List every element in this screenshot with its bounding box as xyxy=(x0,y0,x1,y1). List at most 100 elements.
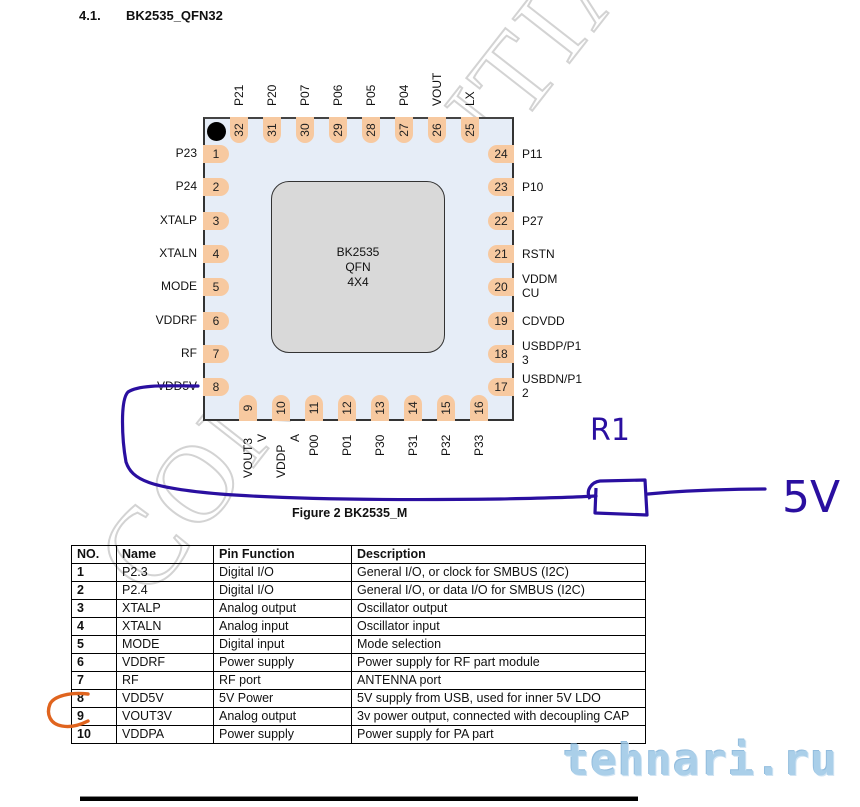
pin-number: 16 xyxy=(472,401,486,415)
pin-pad-right: 19 xyxy=(488,311,514,330)
pin-number: 27 xyxy=(397,123,411,137)
pin-label-bottom: A xyxy=(288,433,302,442)
cell-description: 5V supply from USB, used for inner 5V LD… xyxy=(351,689,646,708)
pin-pad-right: 20 xyxy=(488,278,514,297)
pin-number: 14 xyxy=(406,401,420,415)
cell-no: 9 xyxy=(71,707,117,726)
pin-pad-top: 32 xyxy=(230,117,248,143)
cell-description: 3v power output, connected with decoupli… xyxy=(351,707,646,726)
pin-label-line: 3 xyxy=(522,352,529,367)
cell-pin-function: Digital input xyxy=(213,635,352,654)
cell-pin-function: Power supply xyxy=(213,653,352,672)
cell-no: 2 xyxy=(71,581,117,600)
pin-pad-right: 17 xyxy=(488,378,514,397)
pin-pad-top: 31 xyxy=(263,117,281,143)
cell-name: VDD5V xyxy=(116,689,214,708)
pin-label-top: P06 xyxy=(331,84,345,106)
pin-pad-right: 23 xyxy=(488,178,514,197)
pin-label-top: LX xyxy=(463,91,477,106)
cell-name: VOUT3V xyxy=(116,707,214,726)
pin-label-line: USBDN/P1 xyxy=(522,372,583,387)
pin-pad-left: 2 xyxy=(203,178,229,197)
cell-description: Oscillator input xyxy=(351,617,646,636)
cell-no: 8 xyxy=(71,689,117,708)
cell-name: XTALN xyxy=(116,617,214,636)
die-label-line: BK2535 xyxy=(336,245,380,259)
pin-pad-bottom: 9 xyxy=(239,395,257,421)
pin-label-right: CDVDD xyxy=(522,314,565,328)
pin-pad-bottom: 14 xyxy=(404,395,422,421)
pin-number: 29 xyxy=(331,123,345,137)
resistor-body xyxy=(586,478,649,517)
pin-pad-left: 4 xyxy=(203,244,229,263)
cell-pin-function: Digital I/O xyxy=(213,563,352,582)
pin-label-left: MODE xyxy=(161,279,197,294)
resistor-lead xyxy=(646,487,767,496)
pin-label-left: XTALN xyxy=(159,245,197,260)
pin-pad-bottom: 11 xyxy=(305,395,323,421)
pin-pad-left: 1 xyxy=(203,145,229,163)
cell-no: 10 xyxy=(71,725,117,744)
pin-number: 9 xyxy=(241,404,255,412)
cell-pin-function: RF port xyxy=(213,671,352,690)
header-name: Name xyxy=(116,545,214,564)
pin-pad-left: 3 xyxy=(203,211,229,230)
cell-description: Power supply for RF part module xyxy=(351,653,646,672)
pin-label-top: P07 xyxy=(298,84,312,106)
cell-description: General I/O, or data I/O for SMBUS (I2C) xyxy=(351,581,646,600)
pin-pad-bottom: 13 xyxy=(371,395,389,421)
pin-pad-left: 6 xyxy=(203,311,229,330)
pin-label-bottom: P00 xyxy=(307,434,321,456)
section-number: 4.1. xyxy=(79,8,101,23)
pin-label-right: P27 xyxy=(522,214,543,228)
cell-name: P2.4 xyxy=(116,581,214,600)
chip-die xyxy=(271,181,445,353)
pin-number: 31 xyxy=(265,123,279,137)
pin-label-left: VDD5V xyxy=(156,379,197,394)
pin-pad-left: 8 xyxy=(203,378,229,397)
pin-label-left: VDDRF xyxy=(155,312,197,327)
pin-label-line: P27 xyxy=(522,213,544,228)
pin-pad-left: 7 xyxy=(203,344,229,363)
pin-pad-top: 30 xyxy=(296,117,314,143)
cell-description: Oscillator output xyxy=(351,599,646,618)
pin-label-line: CDVDD xyxy=(522,313,565,328)
pin-number: 13 xyxy=(373,401,387,415)
cell-pin-function: Analog input xyxy=(213,617,352,636)
pin-label-top: P21 xyxy=(232,84,246,106)
pin-label-bottom: VDDP xyxy=(274,444,288,478)
pin-label-right: RSTN xyxy=(522,247,555,261)
brand-watermark: tehnari.ru xyxy=(563,735,838,786)
pin-label-left: RF xyxy=(181,345,197,360)
footer-rule xyxy=(80,796,638,801)
pin-number: 32 xyxy=(232,123,246,137)
cell-no: 1 xyxy=(71,563,117,582)
pin-pad-top: 26 xyxy=(428,117,446,143)
pin-label-bottom: P30 xyxy=(373,434,387,456)
table-header-row: NO. Name Pin Function Description xyxy=(71,545,646,564)
cell-no: 6 xyxy=(71,653,117,672)
pin-label-bottom: VOUT3 xyxy=(241,437,255,478)
pin-number: 26 xyxy=(430,123,444,137)
voltage-label: 5V xyxy=(782,472,840,523)
cell-description: Power supply for PA part xyxy=(351,725,646,744)
cell-pin-function: Digital I/O xyxy=(213,581,352,600)
pin-pad-bottom: 16 xyxy=(470,395,488,421)
resistor-label: R1 xyxy=(590,413,630,448)
pin-label-bottom: P32 xyxy=(439,434,453,456)
pin-label-top: P20 xyxy=(265,84,279,106)
figure-caption: Figure 2 BK2535_M xyxy=(292,506,408,520)
header-no: NO. xyxy=(71,545,117,564)
cell-pin-function: Analog output xyxy=(213,599,352,618)
cell-no: 5 xyxy=(71,635,117,654)
cell-pin-function: 5V Power xyxy=(213,689,352,708)
